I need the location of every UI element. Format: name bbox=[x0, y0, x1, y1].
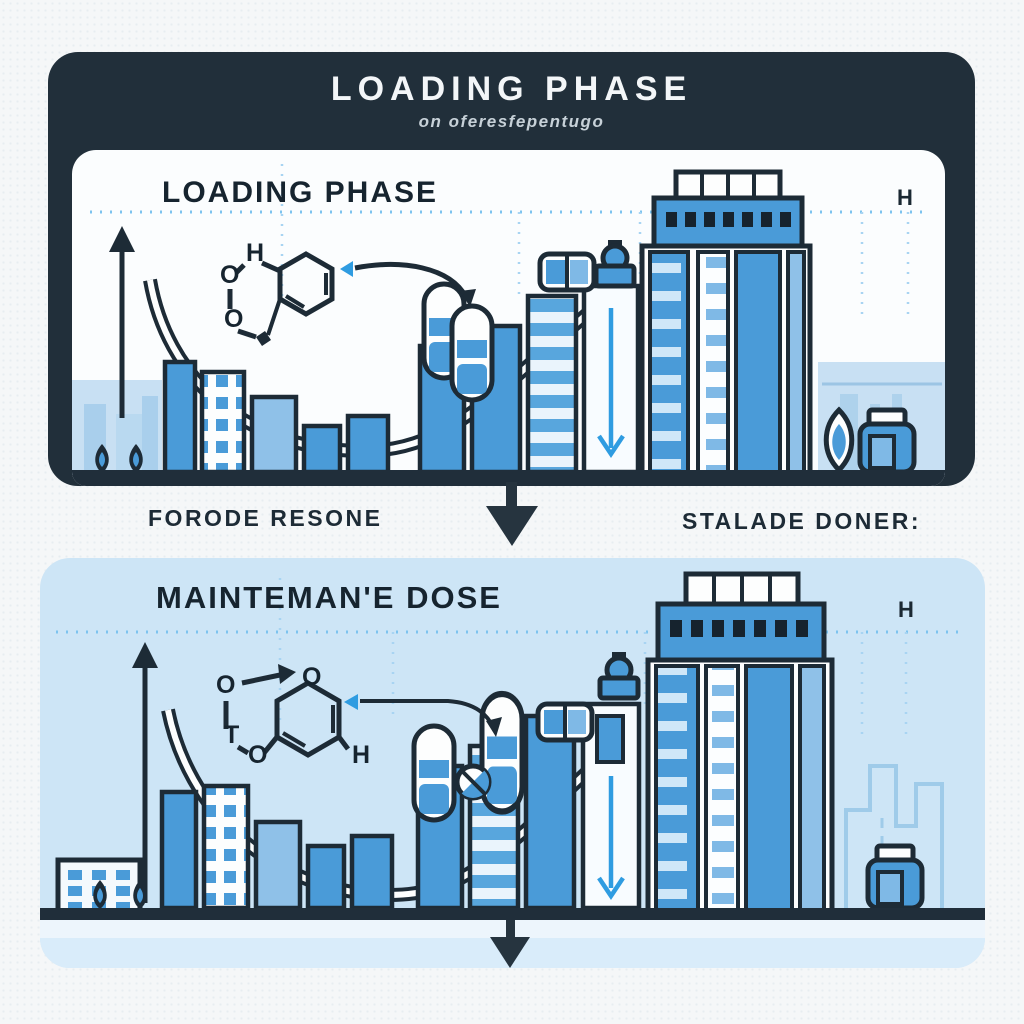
box-pill-icon bbox=[540, 254, 594, 290]
atom-h: H bbox=[246, 239, 264, 267]
banner-subtitle: on oferesfepentugo bbox=[418, 112, 605, 131]
bar bbox=[345, 413, 391, 475]
pill-bottle-icon bbox=[868, 846, 922, 908]
stamp-pill-icon bbox=[596, 242, 634, 286]
bar bbox=[305, 843, 347, 911]
bar bbox=[301, 423, 343, 475]
bar bbox=[523, 713, 577, 911]
gridlines bbox=[90, 164, 928, 320]
skyscraper-icon bbox=[639, 169, 813, 481]
pill-bottle-icon bbox=[860, 410, 914, 472]
blue-down-arrow-icon bbox=[597, 308, 625, 459]
capsule-pill-icon bbox=[414, 726, 454, 820]
loading-scene: H O O bbox=[72, 164, 945, 486]
banner-title: LOADING PHASE bbox=[330, 70, 693, 108]
bar bbox=[159, 789, 199, 911]
maintenance-panel: O O T O H bbox=[40, 558, 985, 968]
y-axis-up-arrow-icon bbox=[109, 226, 135, 418]
bar bbox=[253, 819, 303, 911]
atom-o-bottom: O bbox=[248, 741, 267, 769]
molecule-icon: H O O bbox=[220, 239, 476, 346]
blue-down-arrow-icon bbox=[597, 776, 625, 901]
molecule-icon: O O T O H bbox=[216, 663, 502, 769]
ground-line bbox=[72, 470, 945, 486]
maintenance-heading: MAINTEMAN'E DOSE bbox=[156, 580, 502, 615]
tower-window bbox=[595, 714, 625, 764]
atom-o-left: O bbox=[216, 671, 235, 699]
bar bbox=[201, 783, 251, 911]
bar bbox=[525, 293, 579, 475]
round-tablet-icon bbox=[454, 763, 492, 801]
bar bbox=[199, 369, 247, 475]
ring-top-arrow bbox=[241, 664, 296, 686]
atom-o-bottom: O bbox=[224, 305, 243, 333]
capsule-pill-icon bbox=[452, 306, 492, 400]
ground-line bbox=[40, 908, 985, 920]
down-arrow-icon bbox=[490, 920, 530, 968]
down-arrow-icon bbox=[486, 482, 538, 546]
y-axis-up-arrow-icon bbox=[132, 642, 158, 903]
divider-caption-right: STALADE DONER: bbox=[682, 508, 922, 534]
stamp-pill-icon bbox=[600, 654, 638, 698]
capsule-pill-icon bbox=[482, 694, 522, 812]
loading-heading: LOADING PHASE bbox=[162, 176, 439, 209]
maintenance-scene: O O T O H bbox=[40, 571, 985, 968]
molecule-pointer-arrow bbox=[344, 694, 502, 737]
bar bbox=[349, 833, 395, 911]
gridlines bbox=[56, 578, 965, 738]
atom-o-top: O bbox=[220, 261, 239, 289]
loading-corner-label: H bbox=[897, 185, 913, 210]
box-pill-icon bbox=[538, 704, 592, 740]
maintenance-corner-label: H bbox=[898, 597, 914, 622]
skyscraper-icon bbox=[645, 571, 835, 929]
molecule-pointer-arrow bbox=[340, 261, 476, 307]
atom-o-right: O bbox=[302, 663, 321, 691]
atom-t: T bbox=[224, 721, 239, 749]
loading-panel: H O O bbox=[72, 150, 945, 486]
city-silhouette-left bbox=[72, 380, 162, 475]
atom-h: H bbox=[352, 741, 370, 769]
divider-caption-left: FORODE RESONE bbox=[148, 505, 383, 531]
bar bbox=[162, 359, 198, 475]
bar bbox=[249, 394, 299, 475]
